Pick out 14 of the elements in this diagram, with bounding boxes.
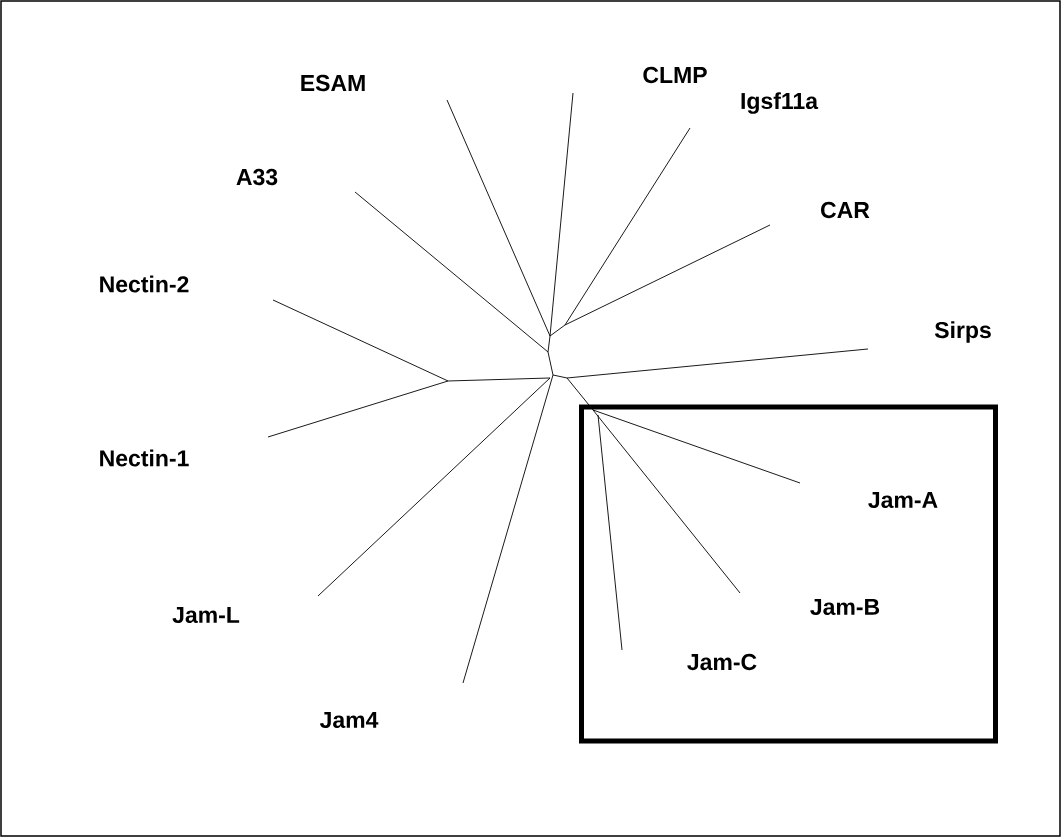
leaf-label: CLMP [643, 66, 707, 84]
leaf-label: ESAM [301, 74, 365, 92]
leaf-label: Nectin-1 [100, 449, 189, 467]
leaf-label: Jam-L [172, 606, 240, 623]
leaf-label: Jam4 [319, 711, 379, 728]
leaf-label: A33 [236, 168, 278, 186]
leaf-label: Sirps [934, 321, 991, 343]
leaf-label: Igsf11a [741, 92, 819, 114]
leaf-label: CAR [821, 201, 870, 219]
leaf-label: Jam-C [687, 653, 757, 671]
leaf-label: Jam-B [810, 598, 880, 615]
leaf-label: Nectin-2 [100, 275, 189, 293]
leaf-label: Jam-A [868, 491, 938, 508]
highlight-frame [579, 404, 998, 744]
